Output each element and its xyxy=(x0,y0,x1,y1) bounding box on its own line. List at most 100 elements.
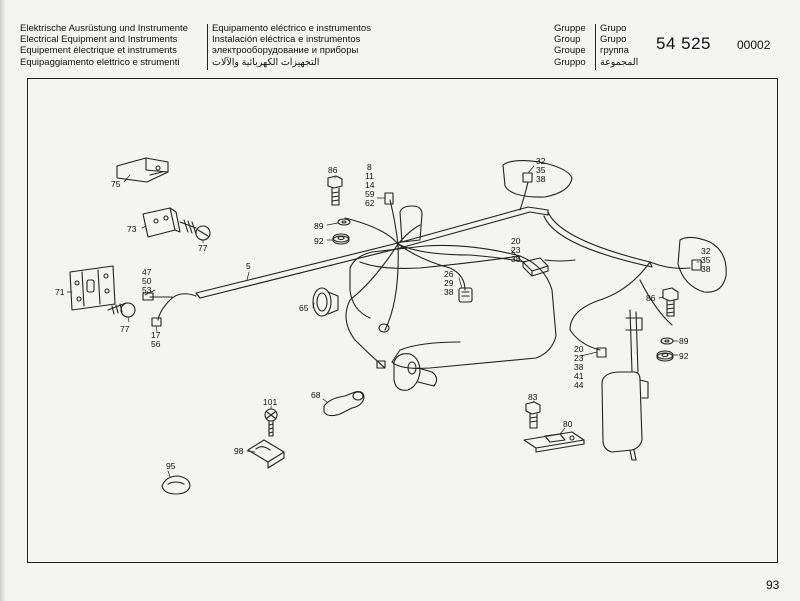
callouts: 75 73 77 71 77 47 50 53 17 56 5 86 8 11 … xyxy=(55,156,711,471)
bracket-32-upper xyxy=(502,159,573,198)
screw-101 xyxy=(264,408,278,437)
bolt-86-right xyxy=(662,287,679,317)
callout-44: 44 xyxy=(574,380,584,390)
group-label-es: Grupo xyxy=(600,34,627,46)
title-ru: электрооборудование и приборы xyxy=(212,45,359,57)
diagram-frame xyxy=(27,78,778,563)
callout-62: 62 xyxy=(365,198,375,208)
callout-14: 14 xyxy=(365,180,375,190)
callout-20-lower: 20 xyxy=(574,344,584,354)
callout-86-upper: 86 xyxy=(328,165,338,175)
callout-38-mid: 38 xyxy=(444,287,454,297)
callout-26: 26 xyxy=(444,269,454,279)
group-subnumber: 00002 xyxy=(737,38,771,52)
callout-53: 53 xyxy=(142,285,152,295)
callout-83: 83 xyxy=(528,392,538,402)
group-separator xyxy=(595,24,596,70)
callout-50: 50 xyxy=(142,276,152,286)
callout-29: 29 xyxy=(444,278,454,288)
callout-75: 75 xyxy=(111,179,121,189)
connector-20-lower xyxy=(596,347,607,358)
callout-38-upper: 38 xyxy=(511,254,521,264)
callout-11: 11 xyxy=(365,171,374,181)
harness-bar xyxy=(195,206,653,299)
group-label-block-b: Grupo Grupo группа المجموعة xyxy=(600,23,638,68)
plate-80 xyxy=(523,431,585,453)
clip-95 xyxy=(161,475,191,495)
header-title-block-left: Elektrische Ausrüstung und Instrumente E… xyxy=(20,23,188,68)
callout-65: 65 xyxy=(299,303,309,313)
terminal-89-upper xyxy=(337,218,351,226)
callout-77-lower: 77 xyxy=(120,324,130,334)
leader-lines xyxy=(66,165,700,478)
nut-92-upper xyxy=(332,233,350,245)
group-label-en: Group xyxy=(554,34,581,46)
nut-92-right xyxy=(656,350,674,362)
callout-47: 47 xyxy=(142,267,152,277)
page-number: 93 xyxy=(766,578,780,592)
screw-77-lower xyxy=(107,302,136,318)
connector-47 xyxy=(142,292,154,301)
title-it: Equipaggiamento elettrico e strumenti xyxy=(20,56,180,68)
group-label-de: Gruppe xyxy=(554,23,586,34)
tank-body xyxy=(349,205,557,369)
title-es: Instalación eléctrica e instrumentos xyxy=(212,34,361,46)
callout-38-right: 38 xyxy=(701,264,711,274)
callout-5: 5 xyxy=(246,261,251,271)
callout-32-upper: 32 xyxy=(536,156,546,166)
bracket-75 xyxy=(116,157,169,183)
group-label-ar: المجموعة xyxy=(600,56,639,68)
callout-92-right: 92 xyxy=(679,351,689,361)
bracket-32-right xyxy=(677,236,727,293)
callout-56: 56 xyxy=(151,339,161,349)
group-number: 54 525 xyxy=(656,34,711,53)
sender-65 xyxy=(312,287,339,317)
title-pt: Equipamento eléctrico e instrumentos xyxy=(212,23,371,34)
callout-20-upper: 20 xyxy=(511,236,521,246)
callout-41: 41 xyxy=(574,371,584,381)
title-de: Elektrische Ausrüstung und Instrumente xyxy=(20,23,188,34)
header-title-block-middle: Equipamento eléctrico e instrumentos Ins… xyxy=(212,23,371,68)
callout-23-lower: 23 xyxy=(574,353,584,363)
callout-32-right: 32 xyxy=(701,246,711,256)
callout-86-right: 86 xyxy=(646,293,656,303)
page-edge xyxy=(0,0,6,601)
title-en: Electrical Equipment and Instruments xyxy=(20,34,178,46)
callout-35-upper: 35 xyxy=(536,165,546,175)
title-fr: Equipement électrique et instruments xyxy=(20,45,177,57)
group-label-it: Gruppo xyxy=(554,56,586,68)
clip-98 xyxy=(247,439,285,469)
connector-8 xyxy=(384,192,394,205)
callout-95: 95 xyxy=(166,461,176,471)
callout-92-upper: 92 xyxy=(314,236,324,246)
callout-101: 101 xyxy=(263,397,277,407)
terminal-89-right xyxy=(660,337,674,345)
callout-17: 17 xyxy=(151,330,161,340)
bracket-73 xyxy=(142,207,181,238)
bracket-71 xyxy=(69,265,116,311)
callout-23-upper: 23 xyxy=(511,245,521,255)
harness-branches xyxy=(149,181,691,369)
header-separator xyxy=(207,24,208,70)
actuator-motor xyxy=(393,353,438,391)
connector-26 xyxy=(458,287,473,303)
group-label-block-a: Gruppe Group Groupe Gruppo xyxy=(554,23,586,68)
title-ar: التجهيزات الكهربائية والآلات xyxy=(212,56,320,68)
reservoir xyxy=(601,309,649,461)
callout-73: 73 xyxy=(127,224,137,234)
relay-20 xyxy=(522,257,549,277)
connector-17 xyxy=(151,317,162,327)
callout-71: 71 xyxy=(55,287,65,297)
screw-77-upper xyxy=(179,219,211,241)
callout-8: 8 xyxy=(367,162,372,172)
callout-38-upper-right: 38 xyxy=(536,174,546,184)
boot-68 xyxy=(323,391,365,417)
callout-35-right: 35 xyxy=(701,255,711,265)
grommet xyxy=(376,323,390,369)
callout-89-right: 89 xyxy=(679,336,689,346)
callout-89-upper: 89 xyxy=(314,221,324,231)
bolt-83 xyxy=(525,401,541,429)
group-label-pt: Grupo xyxy=(600,23,627,34)
callout-59: 59 xyxy=(365,189,375,199)
